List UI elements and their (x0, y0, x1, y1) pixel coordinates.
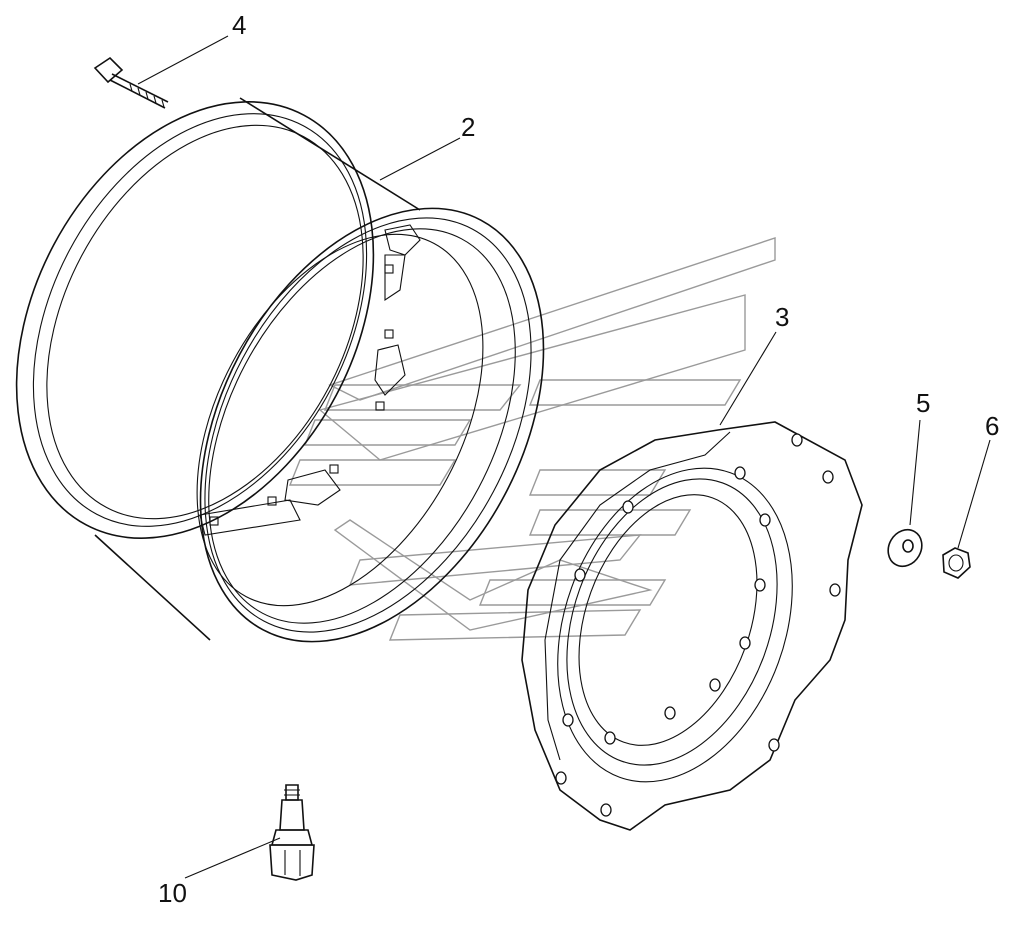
washer (887, 528, 923, 568)
leader-bolt (137, 35, 229, 85)
callout-rim: 2 (461, 112, 476, 142)
callout-center-disc: 3 (775, 302, 790, 332)
bolt (93, 56, 169, 109)
leader-washer (909, 419, 921, 526)
leader-nut (957, 439, 991, 549)
leader-rim (379, 137, 461, 181)
leader-lines (137, 35, 991, 879)
nut (942, 547, 971, 579)
leader-center-disc (719, 331, 777, 426)
center-disc (521, 421, 863, 831)
callout-bolt: 4 (232, 10, 247, 40)
callout-valve: 10 (158, 878, 187, 908)
callout-nut: 6 (985, 411, 1000, 441)
rim (15, 97, 545, 643)
callout-washer: 5 (916, 388, 931, 418)
leader-valve (184, 837, 281, 879)
valve (269, 784, 315, 881)
